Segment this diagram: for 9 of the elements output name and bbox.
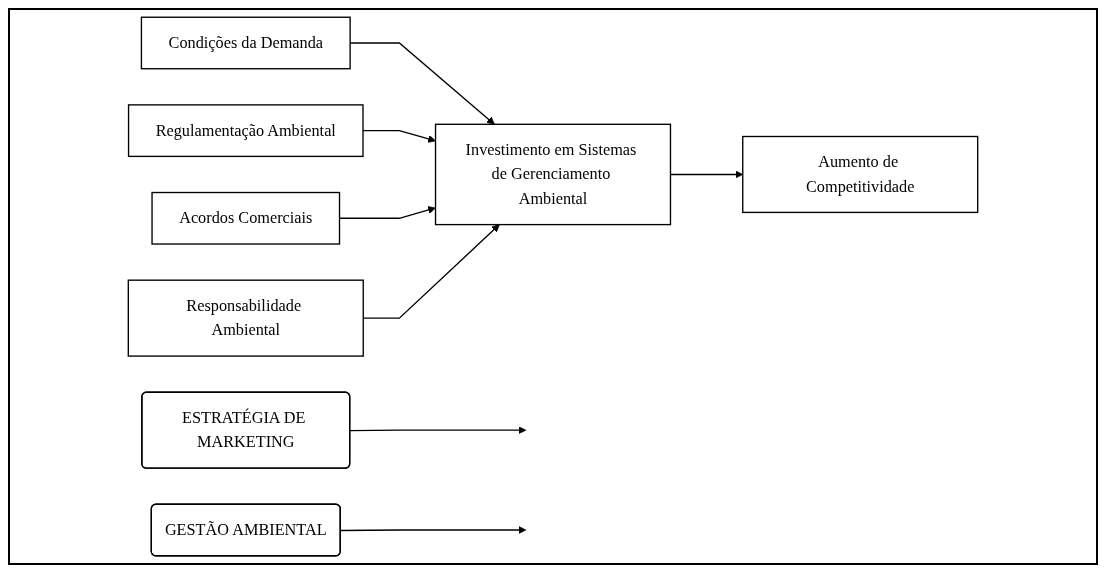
arrow bbox=[340, 526, 527, 534]
arrow bbox=[349, 426, 527, 435]
node-box: Aumento de Competitividade bbox=[742, 135, 979, 214]
node-box: Acordos Comerciais bbox=[151, 191, 341, 245]
node-box: Regulamentação Ambiental bbox=[127, 104, 364, 158]
node-box: Condições da Demanda bbox=[140, 16, 351, 70]
arrow bbox=[362, 129, 436, 143]
node-box: Responsabilidade Ambiental bbox=[127, 279, 364, 357]
node-box: Investimento em Sistemas de Gerenciamento Ambiental bbox=[434, 123, 672, 226]
